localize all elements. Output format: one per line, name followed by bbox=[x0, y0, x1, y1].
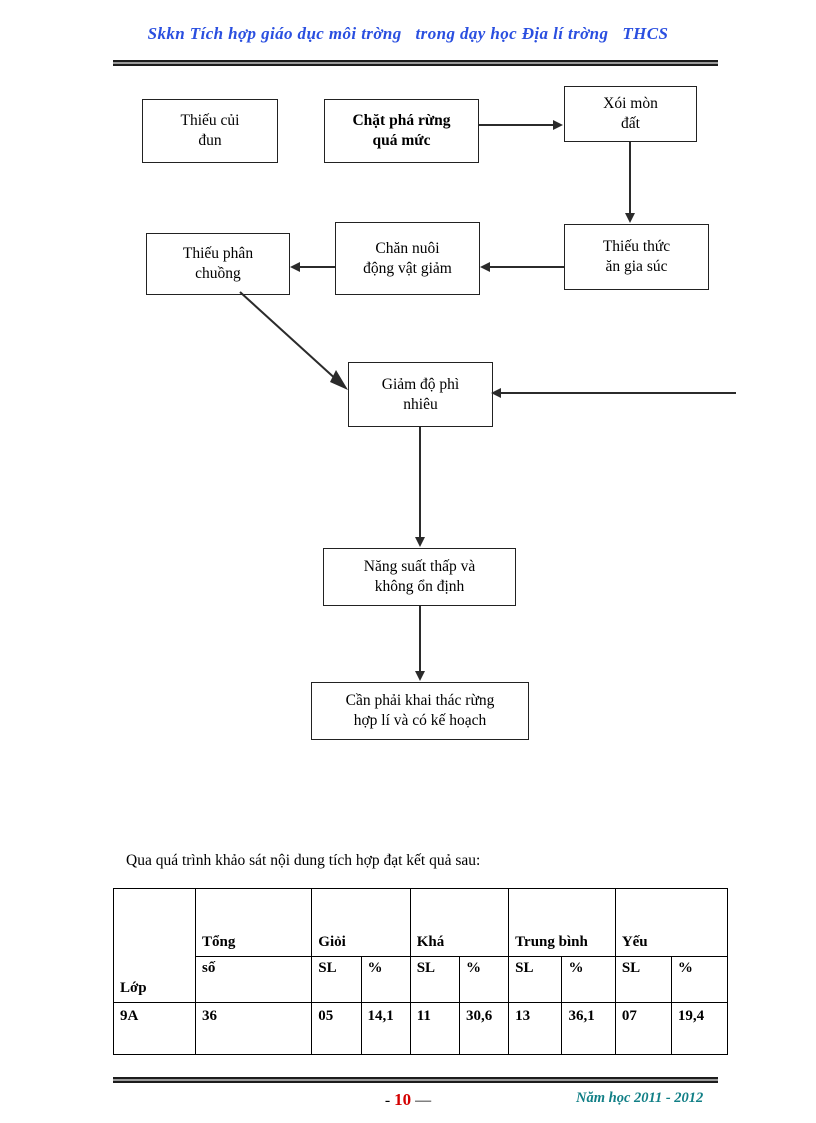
diagonal-arrow-icon bbox=[239, 291, 348, 390]
footer-page-number: - 10 — bbox=[0, 1090, 816, 1110]
page-number-value: 10 bbox=[394, 1090, 412, 1109]
flow-box-label: Giảm độ phì nhiêu bbox=[381, 375, 460, 413]
cell-tong-so: 36 bbox=[195, 1002, 313, 1055]
table-header-lop: Lớp bbox=[112, 888, 197, 1003]
intro-paragraph: Qua quá trình khảo sát nội dung tích hợp… bbox=[126, 852, 481, 869]
table-header-tb-sl: SL bbox=[508, 956, 563, 1003]
results-table-wrapper: Lớp Tổng Giỏi Khá Trung bình Yếu số SL %… bbox=[112, 888, 729, 1055]
arrowhead-down-icon bbox=[415, 537, 425, 547]
cell-kha-sl: 11 bbox=[409, 1002, 460, 1055]
connector-thieuphanchuong-to-giamdophi bbox=[238, 290, 358, 400]
flow-box-giam-do-phi-nhieu: Giảm độ phì nhiêu bbox=[348, 362, 493, 427]
table-header-kha: Khá bbox=[409, 888, 510, 957]
flow-box-khai-thac-rung: Cần phải khai thác rừng hợp lí và có kế … bbox=[311, 682, 529, 740]
arrowhead-left-icon bbox=[480, 262, 490, 272]
connector-channuoi-to-thieuphanchuong bbox=[300, 266, 335, 268]
table-header-tb-pc: % bbox=[561, 956, 616, 1003]
page-prefix: - bbox=[384, 1092, 395, 1109]
arrowhead-down-icon bbox=[415, 671, 425, 681]
table-header-yeu-sl: SL bbox=[614, 956, 672, 1003]
flow-box-thieu-cui-dun: Thiếu củi đun bbox=[142, 99, 278, 163]
cell-yeu-sl: 07 bbox=[614, 1002, 672, 1055]
flow-box-label: Chặt phá rừng quá mức bbox=[352, 112, 451, 149]
arrowhead-left-icon bbox=[290, 262, 300, 272]
flow-box-nang-suat-thap: Năng suất thấp và không ổn định bbox=[323, 548, 516, 606]
table-header-yeu-pc: % bbox=[670, 956, 729, 1003]
cell-lop: 9A bbox=[112, 1002, 197, 1055]
flow-box-label: Thiếu phân chuồng bbox=[182, 245, 254, 282]
flow-box-label: Chăn nuôi động vật giảm bbox=[363, 239, 452, 277]
flow-box-label: Năng suất thấp và không ổn định bbox=[363, 558, 476, 595]
footer-divider-rule bbox=[113, 1077, 718, 1083]
cell-kha-pc: 30,6 bbox=[458, 1002, 510, 1055]
cell-gioi-sl: 05 bbox=[311, 1002, 362, 1055]
header-divider-rule bbox=[113, 60, 718, 66]
table-header-kha-sl: SL bbox=[409, 956, 460, 1003]
table-header-kha-pc: % bbox=[458, 956, 510, 1003]
flow-box-thieu-thuc-an-gia-suc: Thiếu thức ăn gia súc bbox=[564, 224, 709, 290]
connector-nangsuat-to-khaithacrung bbox=[419, 606, 421, 671]
flow-box-thieu-phan-chuong: Thiếu phân chuồng bbox=[146, 233, 290, 295]
cell-yeu-pc: 19,4 bbox=[670, 1002, 729, 1055]
table-header-gioi-pc: % bbox=[360, 956, 411, 1003]
page-header-title: Skkn Tích hợp giáo dục môi trờng trong d… bbox=[147, 24, 669, 43]
footer-school-year: Năm học 2011 - 2012 bbox=[576, 1090, 704, 1106]
connector-xoimon-to-thieuthucan bbox=[629, 142, 631, 214]
arrowhead-down-icon bbox=[625, 213, 635, 223]
flow-box-label: Cần phải khai thác rừng hợp lí và có kế … bbox=[345, 692, 495, 729]
table-header-row-main: Lớp Tổng Giỏi Khá Trung bình Yếu bbox=[112, 888, 729, 1003]
table-header-trungbinh: Trung bình bbox=[508, 888, 616, 957]
arrowhead-left-icon bbox=[491, 388, 501, 398]
table-header-row-sub: số SL % SL % SL % SL % bbox=[114, 956, 729, 1003]
flow-box-chat-pha-rung: Chặt phá rừng quá mức bbox=[324, 99, 479, 163]
flow-box-label: Thiếu thức ăn gia súc bbox=[602, 238, 671, 275]
table-header-so: số bbox=[195, 956, 313, 1003]
flow-box-label: Thiếu củi đun bbox=[180, 112, 240, 149]
table-header-gioi-sl: SL bbox=[311, 956, 362, 1003]
connector-chatpharung-to-xoimon bbox=[479, 124, 554, 126]
table-header-yeu: Yếu bbox=[614, 888, 729, 957]
cell-tb-sl: 13 bbox=[508, 1002, 563, 1055]
flow-box-label: Xói mòn đất bbox=[603, 95, 658, 132]
connector-thieuthucan-to-channuoi bbox=[490, 266, 564, 268]
table-header-tong: Tổng bbox=[195, 888, 313, 957]
connector-right-into-giamdophi bbox=[500, 392, 736, 394]
flow-box-xoi-mon-dat: Xói mòn đất bbox=[564, 86, 697, 142]
flow-box-chan-nuoi-giam: Chăn nuôi động vật giảm bbox=[335, 222, 480, 295]
results-table: Lớp Tổng Giỏi Khá Trung bình Yếu số SL %… bbox=[112, 888, 729, 1055]
connector-giamdophi-to-nangsuat bbox=[419, 427, 421, 537]
arrowhead-right-icon bbox=[553, 120, 563, 130]
page-suffix: — bbox=[411, 1092, 432, 1109]
table-row: 9A 36 05 14,1 11 30,6 13 36,1 07 19,4 bbox=[112, 1002, 729, 1055]
cell-gioi-pc: 14,1 bbox=[360, 1002, 411, 1055]
table-header-gioi: Giỏi bbox=[311, 888, 411, 957]
cell-tb-pc: 36,1 bbox=[561, 1002, 616, 1055]
